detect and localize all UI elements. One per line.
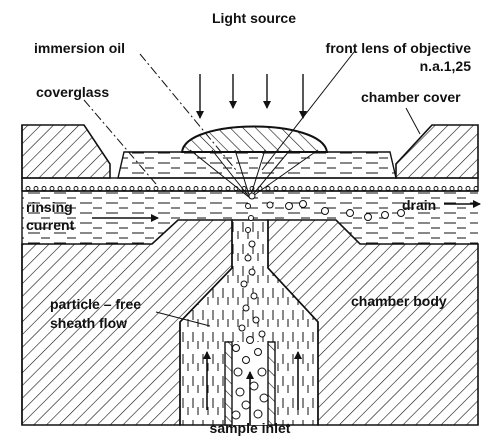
particle: [285, 202, 293, 210]
light-cone-rays: [189, 149, 319, 199]
particle: [397, 209, 405, 217]
particle: [249, 381, 259, 391]
chamber-cover-label: chamber cover: [361, 89, 461, 105]
particle: [248, 240, 256, 248]
particle: [253, 409, 263, 419]
chamber-cover-left: [21, 124, 111, 179]
particle: [233, 367, 243, 377]
particle: [244, 254, 252, 262]
particle: [248, 268, 256, 276]
particle: [259, 393, 269, 403]
labels: Light source immersion oil front lens of…: [26, 10, 471, 436]
particle: [266, 201, 274, 209]
particle: [240, 280, 248, 288]
immersion-oil-label: immersion oil: [34, 40, 125, 56]
chamber-cover-right: [395, 124, 479, 179]
particle: [248, 215, 254, 221]
particles: [231, 192, 405, 420]
particle: [248, 192, 256, 200]
rinsing-label: rinsing: [26, 199, 73, 215]
front-lens-label: front lens of objective: [326, 40, 472, 56]
sheath-flow-channel: [179, 219, 319, 426]
particle: [242, 356, 250, 364]
particle: [241, 400, 251, 410]
particle: [381, 211, 389, 219]
particle: [254, 348, 262, 356]
coverglass-layer: [21, 177, 479, 192]
inlet-wall-left: [224, 341, 233, 426]
current-label: current: [26, 217, 75, 233]
front-lens: [180, 125, 329, 153]
chamber-body-label: chamber body: [351, 293, 447, 309]
particle: [257, 367, 267, 377]
particle: [250, 292, 258, 300]
sample-inlet-label: sample inlet: [210, 420, 291, 436]
particle: [346, 209, 354, 217]
particle: [252, 316, 260, 324]
particle: [245, 227, 251, 233]
particle: [238, 324, 246, 332]
light-source-label: Light source: [212, 10, 296, 26]
particle-free-label: particle – free: [50, 296, 141, 312]
immersion-oil-layer: [117, 151, 397, 179]
drain-label: drain: [402, 197, 436, 213]
leader-lines: [83, 51, 421, 327]
particle: [258, 330, 266, 338]
particle: [231, 410, 241, 420]
light-arrows: [196, 74, 307, 119]
particle: [242, 304, 250, 312]
sheath-flow-label: sheath flow: [50, 315, 127, 331]
particle: [246, 336, 254, 344]
inlet-wall-right: [267, 341, 276, 426]
particle: [235, 387, 245, 397]
particle: [364, 213, 372, 221]
particle: [299, 200, 307, 208]
particle: [245, 203, 251, 209]
particle: [232, 344, 240, 352]
coverglass-label: coverglass: [36, 84, 109, 100]
particle: [321, 207, 329, 215]
front-lens-na-label: n.a.1,25: [420, 58, 472, 74]
